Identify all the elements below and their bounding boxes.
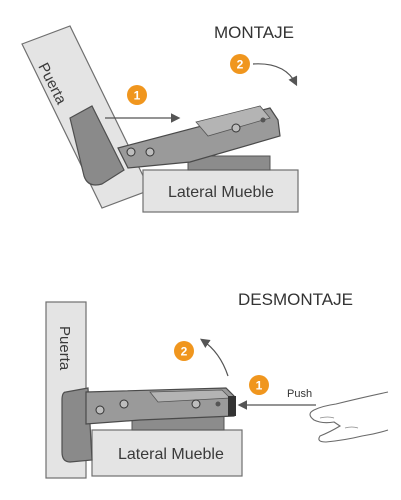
desmontaje-section: DESMONTAJE Puerta Lateral Mueble [45, 290, 389, 479]
arrow-rotate-top [252, 63, 298, 87]
cabinet-side-bottom: Lateral Mueble [91, 429, 243, 477]
hinge-arm-top [117, 105, 281, 169]
step-badge-1-bottom: 1 [249, 375, 269, 395]
svg-text:2: 2 [237, 58, 244, 72]
svg-text:1: 1 [256, 379, 263, 393]
step-badge-2-bottom: 2 [174, 341, 194, 361]
step-badge-2-top: 2 [230, 54, 250, 74]
cabinet-label-top: Lateral Mueble [168, 184, 274, 201]
montaje-section: MONTAJE Puerta Lateral Mueble 1 [21, 23, 299, 213]
hinge-arm-bottom [85, 387, 236, 425]
step-badge-1-top: 1 [127, 85, 147, 105]
push-label: Push [287, 388, 312, 400]
release-button [228, 396, 236, 416]
arrow-rotate-bottom [200, 338, 229, 377]
hinge-cup-top [69, 105, 125, 186]
montaje-title: MONTAJE [214, 23, 294, 42]
hinge-cup-bottom [61, 387, 93, 463]
cabinet-side-top: Lateral Mueble [142, 169, 299, 213]
finger-icon [309, 391, 389, 443]
cabinet-label-bottom: Lateral Mueble [118, 446, 224, 463]
desmontaje-title: DESMONTAJE [238, 290, 353, 309]
mounting-plate-top [187, 155, 271, 171]
svg-text:1: 1 [134, 89, 141, 103]
svg-text:2: 2 [181, 345, 188, 359]
door-label-bottom: Puerta [56, 326, 73, 371]
